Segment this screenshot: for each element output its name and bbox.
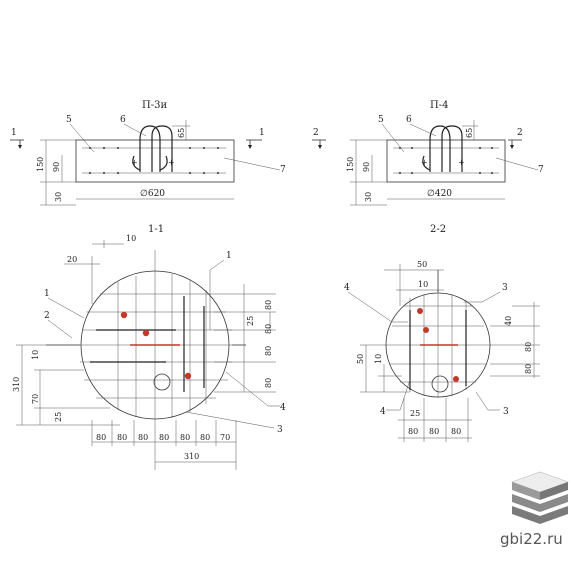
dim-65-p3u: 65 — [177, 128, 186, 138]
slab-p3u — [75, 139, 235, 183]
callout-7-p4: 7 — [538, 165, 544, 175]
view-title-p3u: П-3и — [142, 100, 167, 111]
dim-80-b3-1-1: 80 — [138, 433, 148, 442]
insert-circle-b-2-2 — [423, 327, 429, 333]
callout-6-p3u: 6 — [120, 115, 126, 125]
callout-2-left-1-1: 2 — [44, 311, 50, 321]
callout-4-bottom-2-2: 4 — [380, 407, 386, 417]
dim-80-b4-1-1: 80 — [159, 433, 169, 442]
view-title-p4: П-4 — [430, 100, 448, 111]
logo-icon — [511, 471, 569, 524]
callout-6-p4: 6 — [406, 115, 412, 125]
dim-10-l-2-2: 10 — [374, 354, 383, 364]
diameter-p3u: ∅620 — [140, 189, 165, 199]
view-p4: П-4 + + 5 6 7 2 2 150 90 30 — [312, 100, 544, 206]
svg-text:+: + — [421, 158, 428, 167]
dim-80-b2-2-2: 80 — [429, 427, 439, 436]
dim-80-r2-1-1: 80 — [264, 324, 273, 334]
dim-70-b7-1-1: 70 — [220, 433, 230, 442]
dim-80-r1-1-1: 80 — [264, 300, 273, 310]
dim-25-r-1-1: 25 — [246, 316, 255, 326]
section-title-1-1: 1-1 — [148, 224, 164, 235]
hole-1-1 — [153, 373, 171, 391]
dim-80-r1-2-2: 80 — [524, 342, 533, 352]
dim-80-r2-2-2: 80 — [524, 364, 533, 374]
rebar-grid-2-2 — [388, 270, 490, 398]
dim-80-b3-2-2: 80 — [451, 427, 461, 436]
dim-10-l-1-1: 10 — [31, 350, 40, 360]
dim-10-top-2-2: 10 — [418, 280, 428, 289]
callout-3-right-1-1: 3 — [277, 425, 283, 435]
dim-80-b2-1-1: 80 — [117, 433, 127, 442]
insert-circle-c-2-2 — [453, 376, 459, 382]
dim-65-p4: 65 — [465, 128, 474, 138]
dim-90-p4: 90 — [362, 162, 371, 172]
section-mark-right-p3u: 1 — [259, 128, 265, 138]
dim-70-l-1-1: 70 — [31, 394, 40, 404]
dim-50-l-2-2: 50 — [356, 354, 365, 364]
svg-text:+: + — [168, 158, 175, 167]
lifting-loop-p4 — [429, 125, 451, 172]
dim-40-r-2-2: 40 — [504, 316, 513, 326]
watermark-text: gbi22.ru — [500, 530, 563, 548]
dim-150-p3u: 150 — [36, 157, 45, 172]
insert-circle-a-1-1 — [120, 311, 128, 319]
dim-310-b-1-1: 310 — [184, 452, 199, 461]
dim-25-l-1-1: 25 — [54, 412, 63, 422]
section-mark-left-p4: 2 — [313, 128, 319, 138]
slab-p4 — [386, 139, 506, 183]
dim-80-b6-1-1: 80 — [200, 433, 210, 442]
callout-4-top-2-2: 4 — [344, 283, 350, 293]
rebar-dots-p4 — [393, 147, 499, 174]
dim-10-top-1-1: 10 — [126, 234, 136, 243]
dim-310-l-1-1: 310 — [12, 377, 21, 392]
dim-80-b1-1-1: 80 — [96, 433, 106, 442]
dim-30-p4: 30 — [364, 192, 373, 202]
callout-3-top-2-2: 3 — [502, 283, 508, 293]
dim-150-p4: 150 — [346, 157, 355, 172]
section-mark-right-p4: 2 — [517, 128, 523, 138]
rebar-dots-p3u — [82, 147, 226, 174]
section-2-2: 2-2 4 3 4 3 50 — [344, 224, 540, 442]
callout-1-top-1-1: 1 — [226, 251, 232, 261]
callout-5-p4: 5 — [378, 115, 384, 125]
dim-80-r3-1-1: 80 — [264, 346, 273, 356]
insert-circle-b-1-1 — [142, 329, 150, 337]
insert-circle-c-1-1 — [184, 372, 192, 380]
section-mark-left-p3u: 1 — [11, 128, 17, 138]
insert-circle-a-2-2 — [417, 308, 423, 314]
dim-90-p3u: 90 — [52, 162, 61, 172]
callout-7-p3u: 7 — [280, 165, 286, 175]
callout-1-left-1-1: 1 — [44, 289, 50, 299]
svg-text:+: + — [131, 158, 138, 167]
callout-5-p3u: 5 — [66, 115, 72, 125]
lifting-loop-p3u — [139, 125, 161, 172]
view-p3u: П-3и + + 5 6 7 1 1 — [10, 100, 286, 206]
dim-80-b5-1-1: 80 — [180, 433, 190, 442]
callout-4-right-1-1: 4 — [280, 403, 286, 413]
diameter-p4: ∅420 — [427, 189, 452, 199]
dim-50-top-2-2: 50 — [417, 260, 427, 269]
dim-30-p3u: 30 — [54, 192, 63, 202]
section-title-2-2: 2-2 — [430, 224, 446, 235]
dim-25-b-2-2: 25 — [410, 409, 420, 418]
dim-80-b1-2-2: 80 — [408, 427, 418, 436]
section-1-1: 1-1 — [12, 224, 286, 470]
dim-20-top-1-1: 20 — [67, 255, 77, 264]
hole-2-2 — [431, 375, 449, 393]
svg-text:+: + — [458, 158, 465, 167]
dim-80-r4-1-1: 80 — [264, 378, 273, 388]
callout-3-bottom-2-2: 3 — [503, 407, 509, 417]
